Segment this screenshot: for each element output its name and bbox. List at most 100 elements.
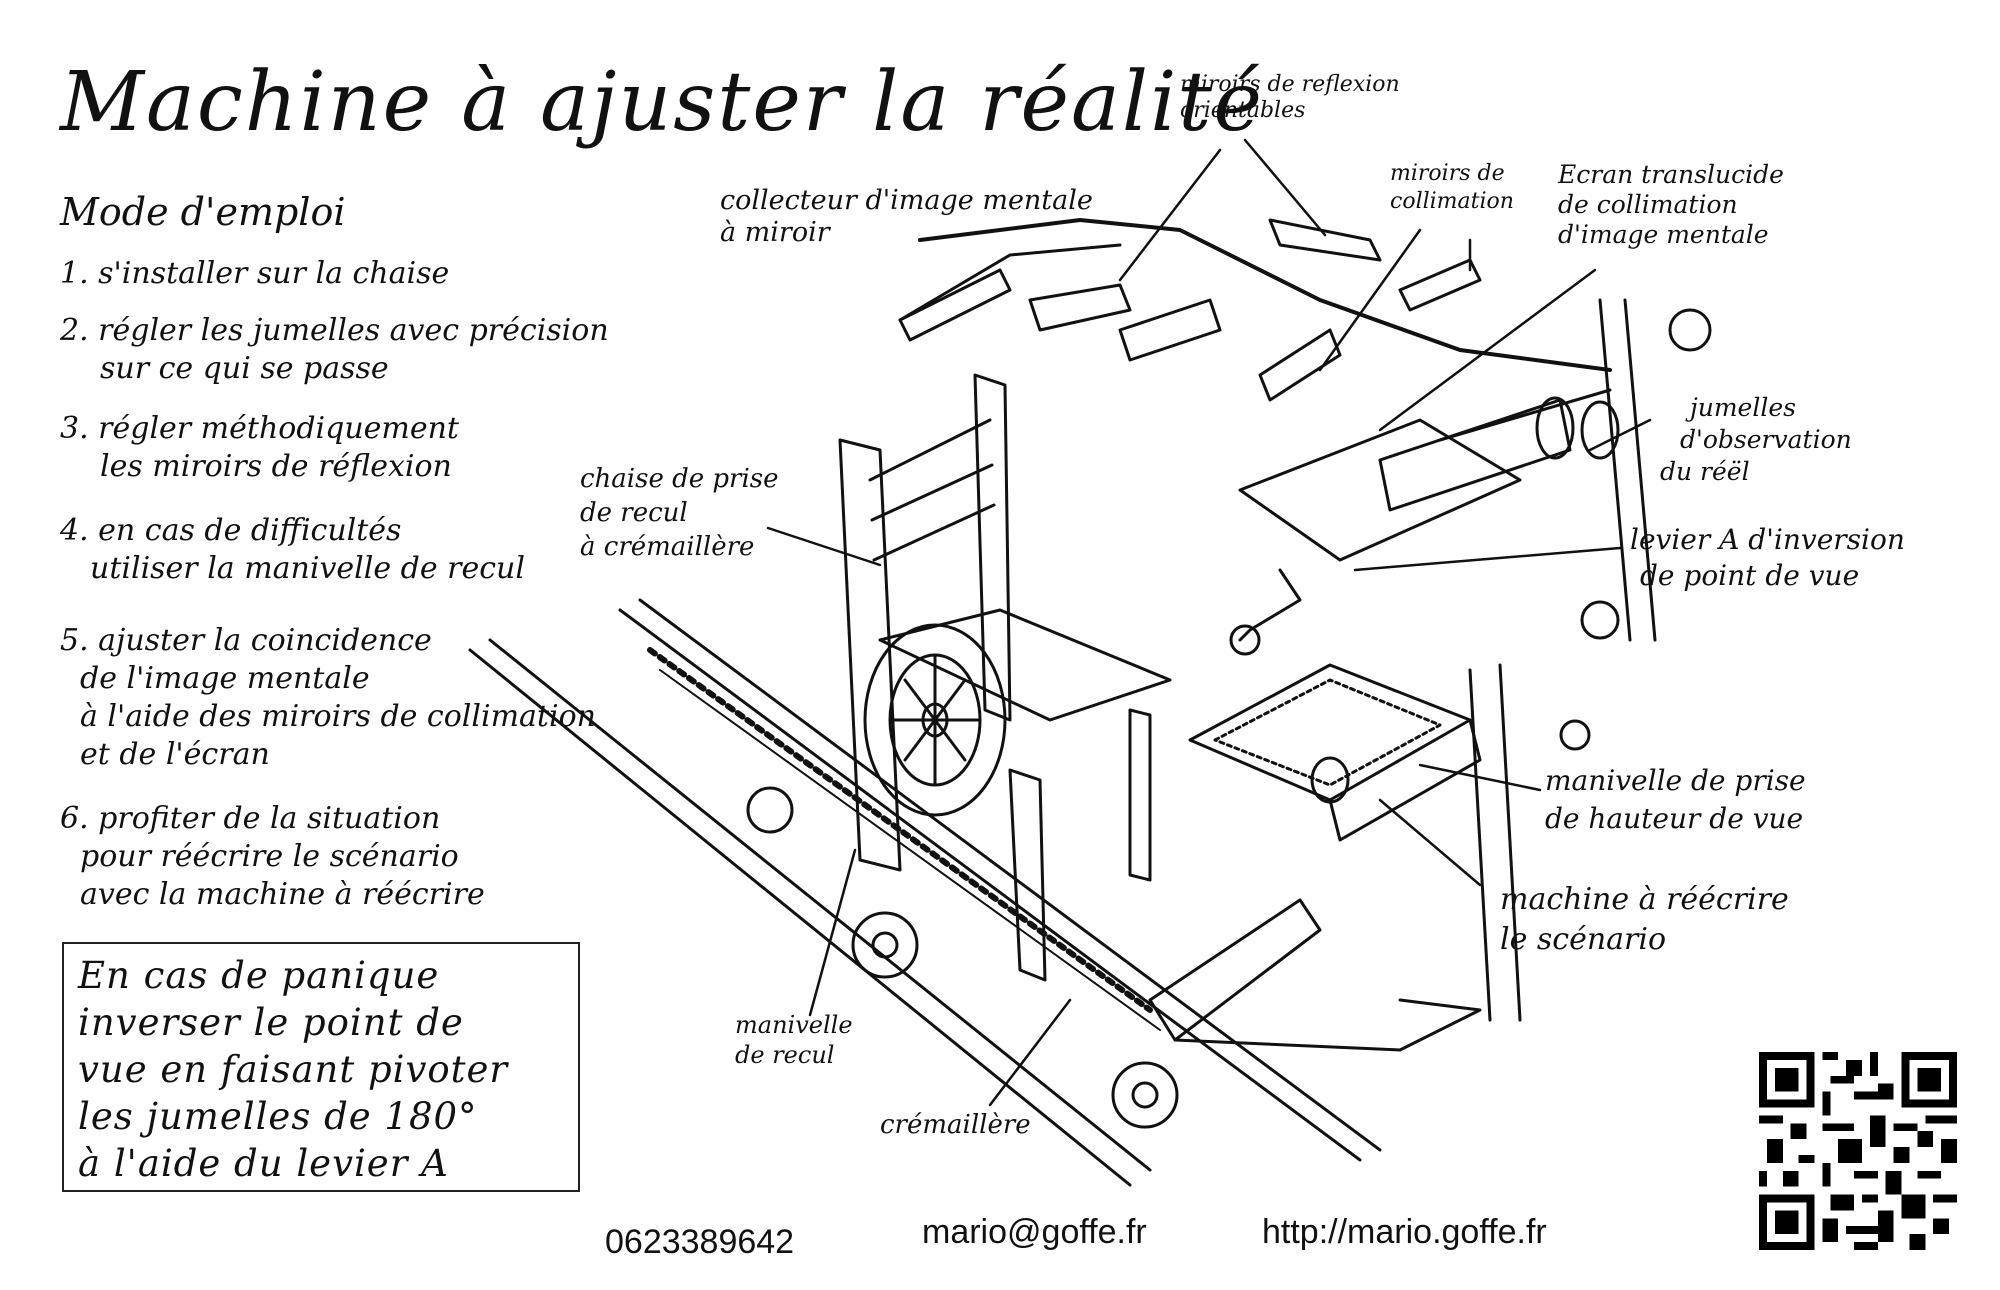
label-line: Ecran translucide xyxy=(1558,160,1784,189)
label-line: miroirs de reflexion xyxy=(1180,72,1400,97)
typewriter xyxy=(1188,663,1482,842)
lever-knob xyxy=(1229,624,1261,656)
instruction-line: avec la machine à réécrire xyxy=(80,877,485,912)
wheel xyxy=(851,911,919,979)
mirror xyxy=(898,268,1012,342)
instruction-step-4: 4. en cas de difficultés utiliser la man… xyxy=(60,512,525,588)
instruction-line: 4. en cas de difficultés xyxy=(60,513,402,548)
instruction-line: 3. régler méthodiquement xyxy=(60,411,459,446)
wheel xyxy=(871,931,899,959)
instruction-step-6: 6. profiter de la situation pour réécrir… xyxy=(60,800,485,914)
label-line: le scénario xyxy=(1500,922,1667,957)
footer-url-link[interactable]: http://mario.goffe.fr xyxy=(1262,1213,1547,1251)
instruction-line: 2. régler les jumelles avec précision xyxy=(60,313,609,348)
mirror xyxy=(1268,218,1382,262)
instruction-line: à l'aide des miroirs de collimation xyxy=(80,699,596,734)
instruction-line: 1. s'installer sur la chaise xyxy=(60,256,450,291)
label-ecran: Ecran translucide de collimation d'image… xyxy=(1558,160,1784,250)
wheel xyxy=(1131,1081,1159,1109)
instruction-line: sur ce qui se passe xyxy=(100,351,389,386)
footer-email-link[interactable]: mario@goffe.fr xyxy=(922,1213,1147,1251)
leader-lines xyxy=(766,138,1652,1107)
knob xyxy=(1559,719,1591,751)
qr-code[interactable] xyxy=(1758,1052,1958,1250)
instruction-line: pour réécrire le scénario xyxy=(80,839,459,874)
instruction-line: 5. ajuster la coincidence xyxy=(60,623,432,658)
label-line: de recul xyxy=(735,1041,835,1069)
instruction-step-2: 2. régler les jumelles avec précision su… xyxy=(60,312,609,388)
crank-wheel xyxy=(863,623,1007,817)
rack xyxy=(659,669,1161,1031)
rack xyxy=(647,647,1153,1013)
lever xyxy=(1238,568,1302,642)
translucent-screen xyxy=(1238,418,1522,562)
label-line: manivelle xyxy=(735,1011,853,1039)
label-line: machine à réécrire xyxy=(1500,882,1789,917)
footer-phone[interactable]: 0623389642 xyxy=(605,1223,795,1261)
column xyxy=(1598,298,1657,642)
label-cremaillere: crémaillère xyxy=(880,1110,1031,1140)
label-line: miroirs de xyxy=(1390,161,1505,186)
wheel xyxy=(1111,1061,1179,1129)
instructions-heading: Mode d'emploi xyxy=(60,190,346,234)
label-line: collecteur d'image mentale xyxy=(720,185,1093,216)
label-line: orientables xyxy=(1180,98,1306,123)
label-line: de recul xyxy=(580,498,688,528)
instruction-line: 6. profiter de la situation xyxy=(60,801,441,836)
base-frame xyxy=(1173,998,1482,1052)
label-chaise: chaise de prise de recul à crémaillère xyxy=(580,462,779,564)
label-line: manivelle de prise xyxy=(1545,764,1806,797)
label-manivelle-recul: manivelle de recul xyxy=(735,1010,853,1070)
instruction-line: et de l'écran xyxy=(80,737,270,772)
label-line: chaise de prise xyxy=(580,464,779,494)
label-miroirs-collimation: miroirs de collimation xyxy=(1390,160,1514,216)
label-line: à crémaillère xyxy=(580,532,755,562)
mirror xyxy=(1028,283,1132,332)
label-line: levier A d'inversion xyxy=(1630,523,1905,556)
instruction-step-3: 3. régler méthodiquement les miroirs de … xyxy=(60,410,459,486)
instruction-line: les miroirs de réflexion xyxy=(100,449,452,484)
label-line: à miroir xyxy=(720,217,830,248)
label-line: de hauteur de vue xyxy=(1545,802,1804,835)
binoculars xyxy=(1378,388,1620,512)
panic-line: inverser le point de xyxy=(78,1001,464,1044)
label-line: jumelles xyxy=(1690,393,1796,422)
label-line: crémaillère xyxy=(880,1110,1031,1140)
gauge xyxy=(746,786,794,834)
instruction-line: de l'image mentale xyxy=(80,661,370,696)
label-levier: levier A d'inversion de point de vue xyxy=(1630,522,1905,594)
label-line: du réël xyxy=(1660,457,1750,486)
panic-line: à l'aide du levier A xyxy=(78,1142,449,1185)
panic-line: vue en faisant pivoter xyxy=(78,1048,509,1091)
panic-line: les jumelles de 180° xyxy=(78,1095,478,1138)
rail xyxy=(488,638,1152,1172)
label-line: de point de vue xyxy=(1640,559,1860,592)
label-manivelle-hauteur: manivelle de prise de hauteur de vue xyxy=(1545,762,1806,838)
label-jumelles: jumelles d'observation du réël xyxy=(1660,392,1852,488)
instruction-step-1: 1. s'installer sur la chaise xyxy=(60,255,449,293)
instruction-line: utiliser la manivelle de recul xyxy=(90,551,525,586)
label-collecteur: collecteur d'image mentale à miroir xyxy=(720,185,1093,249)
footrest xyxy=(1148,898,1322,1042)
label-miroirs-reflexion: miroirs de reflexion orientables xyxy=(1180,72,1400,124)
instruction-step-5: 5. ajuster la coincidence de l'image men… xyxy=(60,622,596,774)
mirror xyxy=(1398,258,1482,312)
mirror xyxy=(1118,298,1222,362)
chair xyxy=(838,373,1172,982)
rail xyxy=(468,648,1132,1187)
mirror-arm xyxy=(898,243,1122,322)
knob xyxy=(1580,600,1620,640)
mirror xyxy=(1258,328,1342,402)
panic-line: En cas de panique xyxy=(78,954,440,997)
rail xyxy=(618,608,1362,1162)
label-line: d'observation xyxy=(1680,425,1852,454)
panic-box: En cas de panique inverser le point de v… xyxy=(62,942,580,1192)
page-title: Machine à ajuster la réalité xyxy=(60,55,1264,150)
rail xyxy=(638,598,1382,1152)
knob xyxy=(1668,308,1712,352)
label-line: de collimation xyxy=(1558,190,1738,219)
column xyxy=(1468,663,1522,1022)
label-line: d'image mentale xyxy=(1558,220,1769,249)
label-line: collimation xyxy=(1390,189,1514,214)
